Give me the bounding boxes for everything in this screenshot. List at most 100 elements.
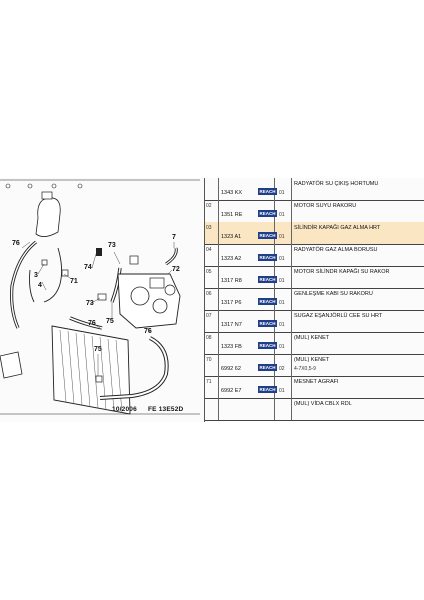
description-cell: MOTOR SUYU RAKORU [291, 200, 424, 222]
reach-badge: REACH [258, 298, 277, 305]
diagram-date: 10/2006 [112, 406, 137, 413]
description-cell: MESNET AGRAFI [291, 376, 424, 398]
description-cell: GENLEŞME KABI SU RAKORU [291, 288, 424, 310]
description-cell: MOTOR SİLİNDR KAPAĞI SU RAKOR [291, 266, 424, 288]
callout-72: 72 [172, 266, 180, 273]
part-reference: 1351 RE [221, 212, 243, 218]
part-description: RADYATÖR GAZ ALMA BORUSU [294, 247, 378, 253]
part-description: (MUL) VİDA CBLX RDL [294, 401, 352, 407]
part-description: MESNET AGRAFI [294, 379, 339, 385]
degassing-line [43, 247, 63, 303]
quantity: 01 [279, 322, 285, 328]
reach-badge: REACH [258, 342, 277, 349]
part-reference: 6992 E7 [221, 388, 242, 394]
row-index: 03 [205, 222, 219, 244]
cooling-system-diagram: 76 3 4 73 74 71 7 73 76 75 75 76 72 10/2… [0, 178, 200, 422]
part-description: SİLİNDİR KAPAĞI GAZ ALMA HRT [294, 225, 381, 231]
reach-badge: REACH [258, 276, 277, 283]
reach-badge: REACH [258, 386, 277, 393]
diagram-drawing [0, 179, 200, 415]
quantity-cell: 01 [277, 200, 292, 222]
part-description: MOTOR SUYU RAKORU [294, 203, 357, 209]
part-spec: 4-7X0,5-9 [294, 366, 316, 372]
part-reference: 1323 A2 [221, 256, 242, 262]
quantity: 01 [279, 300, 285, 306]
callout-74: 74 [84, 264, 92, 271]
callout-75b: 75 [106, 318, 114, 325]
callout-73: 73 [108, 242, 116, 249]
expansion-tank [35, 197, 61, 237]
reach-badge: REACH [258, 232, 277, 239]
callout-75: 75 [94, 346, 102, 353]
part-description: SUGAZ EŞANJÖRLÜ CEE SU HRT [294, 313, 383, 319]
part-reference: 1317 N7 [221, 322, 242, 328]
quantity-cell: 01 [277, 178, 292, 200]
description-cell: RADYATÖR GAZ ALMA BORUSU [291, 244, 424, 266]
reach-badge: REACH [258, 210, 277, 217]
row-index: 06 [205, 288, 219, 310]
quantity: 01 [279, 212, 285, 218]
row-index: 04 [205, 244, 219, 266]
part-reference-cell [219, 398, 275, 420]
row-index: 71 [205, 376, 219, 398]
description-cell: (MUL) VİDA CBLX RDL [291, 398, 424, 420]
quantity-cell: 01 [277, 222, 292, 244]
quantity: 01 [279, 256, 285, 262]
description-cell: SİLİNDİR KAPAĞI GAZ ALMA HRT [291, 222, 424, 244]
diagram-code: FE 13E52D [148, 406, 184, 413]
part-reference: 1323 A1 [221, 234, 242, 240]
callout-7: 7 [172, 234, 176, 241]
quantity-cell: 01 [277, 244, 292, 266]
water-outlet-housing [117, 273, 181, 329]
row-index: 07 [205, 310, 219, 332]
table-row[interactable]: (MUL) VİDA CBLX RDL [205, 398, 424, 421]
radiator [51, 325, 131, 415]
callout-76b: 76 [88, 320, 96, 327]
part-reference: 1317 P6 [221, 300, 242, 306]
quantity: 01 [279, 190, 285, 196]
quantity: 02 [279, 366, 285, 372]
part-reference: 1343 KX [221, 190, 243, 196]
part-reference: 6992 62 [221, 366, 241, 372]
callout-73b: 73 [86, 300, 94, 307]
callout-76: 76 [12, 240, 20, 247]
row-index: 02 [205, 200, 219, 222]
callout-4: 4 [38, 282, 42, 289]
quantity-cell: 01 [277, 332, 292, 354]
quantity-cell: 01 [277, 288, 292, 310]
row-index: 08 [205, 332, 219, 354]
quantity: 01 [279, 278, 285, 284]
reach-badge: REACH [258, 364, 277, 371]
part-description: MOTOR SİLİNDR KAPAĞI SU RAKOR [294, 269, 390, 275]
row-index [205, 178, 219, 200]
part-reference: 1323 FB [221, 344, 242, 350]
part-description: (MUL) KENET [294, 335, 330, 341]
callout-76c: 76 [144, 328, 152, 335]
parts-catalog-sheet: 76 3 4 73 74 71 7 73 76 75 75 76 72 10/2… [0, 178, 424, 422]
description-cell: SUGAZ EŞANJÖRLÜ CEE SU HRT [291, 310, 424, 332]
callout-71: 71 [70, 278, 78, 285]
reach-badge: REACH [258, 320, 277, 327]
quantity-cell: 01 [277, 376, 292, 398]
callout-3: 3 [34, 272, 38, 279]
description-cell: RADYATÖR SU ÇIKIŞ HORTUMU [291, 178, 424, 200]
row-index [205, 398, 219, 420]
quantity-cell: 01 [277, 266, 292, 288]
part-description: GENLEŞME KABI SU RAKORU [294, 291, 373, 297]
row-index: 70 [205, 354, 219, 376]
reach-badge: REACH [258, 254, 277, 261]
quantity-cell: 02 [277, 354, 292, 376]
quantity: 01 [279, 388, 285, 394]
